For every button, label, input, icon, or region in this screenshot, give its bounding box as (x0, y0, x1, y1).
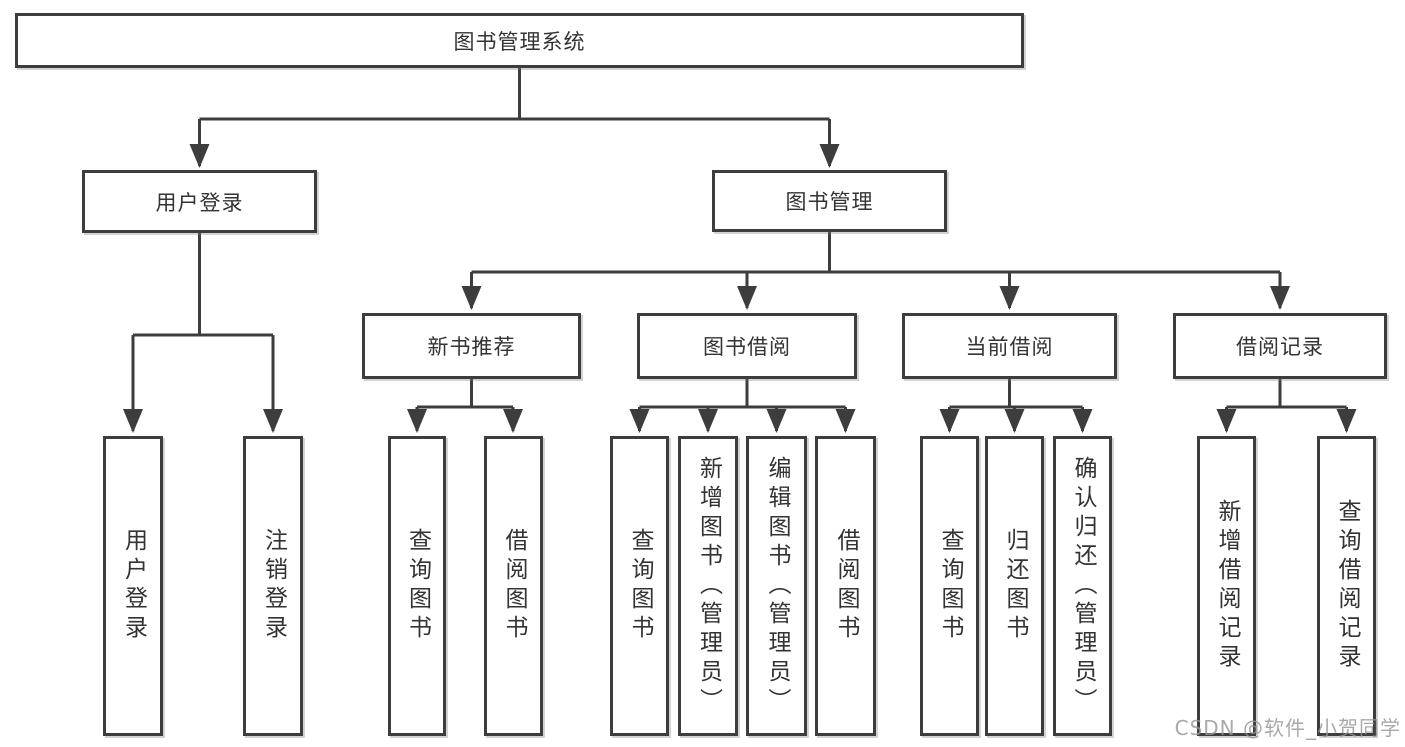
leaf-borrow-books-borrowing: 借阅图书 (815, 436, 876, 736)
leaf-edit-book-admin: 编辑图书（管理员） (746, 436, 807, 736)
leaf-add-borrow-record: 新增借阅记录 (1197, 436, 1256, 736)
leaf-query-borrow-record: 查询借阅记录 (1317, 436, 1376, 736)
node-book-management-label: 图书管理 (785, 190, 874, 214)
node-root: 图书管理系统 (15, 13, 1024, 68)
leaf-logout-label: 注销登录 (260, 528, 287, 644)
connector-current-borrowing-stem (949, 379, 1083, 409)
connector-book-borrowing-stem (639, 379, 846, 409)
connector-book-management-stem (471, 232, 1280, 274)
leaf-query-books-borrowing: 查询图书 (610, 436, 669, 736)
connector-root-stem (199, 68, 830, 121)
connector-user-login-stem (133, 233, 273, 337)
leaf-user-login-label: 用户登录 (120, 528, 147, 644)
leaf-borrow-books-borrowing-label: 借阅图书 (833, 528, 859, 644)
node-book-management: 图书管理 (712, 170, 947, 232)
leaf-add-book-admin: 新增图书（管理员） (678, 436, 738, 736)
leaf-edit-book-admin-label: 编辑图书（管理员） (764, 455, 790, 717)
leaf-query-books-borrowing-label: 查询图书 (627, 528, 653, 644)
node-root-label: 图书管理系统 (453, 29, 586, 54)
connector-borrowing-records-stem (1226, 379, 1347, 409)
node-user-login: 用户登录 (82, 170, 317, 233)
leaf-borrow-books-recommend: 借阅图书 (484, 436, 543, 736)
leaf-user-login: 用户登录 (103, 436, 163, 736)
node-current-borrowing: 当前借阅 (902, 313, 1117, 379)
node-user-login-label: 用户登录 (155, 190, 244, 215)
leaf-add-book-admin-label: 新增图书（管理员） (695, 455, 722, 717)
leaf-query-books-current-label: 查询图书 (937, 528, 963, 644)
leaf-query-borrow-record-label: 查询借阅记录 (1334, 499, 1360, 673)
node-current-borrowing-label: 当前借阅 (965, 335, 1054, 359)
leaf-query-books-recommend: 查询图书 (388, 436, 446, 736)
node-borrowing-records-label: 借阅记录 (1236, 335, 1324, 359)
leaf-query-books-recommend-label: 查询图书 (404, 528, 431, 644)
node-book-borrowing-label: 图书借阅 (703, 335, 791, 359)
leaf-borrow-books-recommend-label: 借阅图书 (501, 528, 527, 644)
leaf-logout: 注销登录 (243, 436, 303, 736)
leaf-add-borrow-record-label: 新增借阅记录 (1214, 499, 1240, 673)
leaf-query-books-current: 查询图书 (920, 436, 979, 736)
node-book-borrowing: 图书借阅 (637, 313, 857, 379)
node-new-book-recommendation: 新书推荐 (362, 313, 581, 379)
leaf-confirm-return-admin: 确认归还（管理员） (1053, 436, 1112, 736)
node-new-book-recommendation-label: 新书推荐 (427, 335, 516, 359)
leaf-return-books-label: 归还图书 (1002, 528, 1028, 644)
connector-new-book-recommendation-stem (417, 379, 513, 409)
node-borrowing-records: 借阅记录 (1173, 313, 1387, 379)
leaf-return-books: 归还图书 (985, 436, 1044, 736)
leaf-confirm-return-admin-label: 确认归还（管理员） (1070, 455, 1096, 717)
watermark: CSDN @软件_小贺同学 (1174, 716, 1401, 740)
